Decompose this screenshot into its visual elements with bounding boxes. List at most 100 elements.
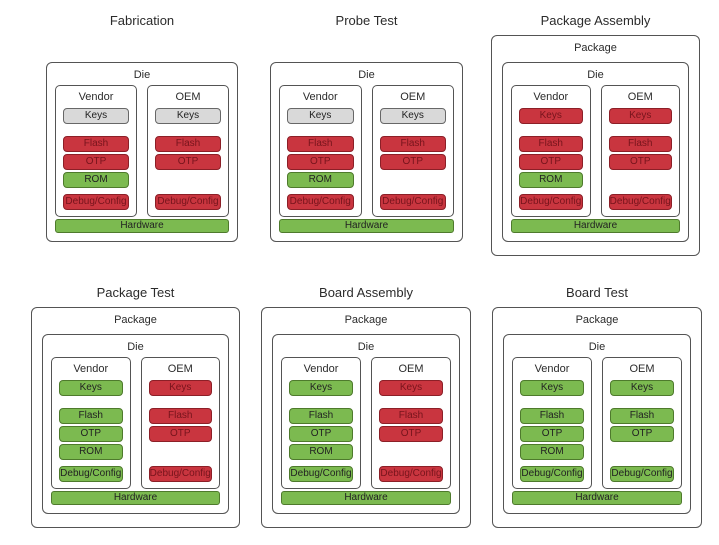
- die-label: Die: [588, 341, 606, 353]
- stage-title: Board Test: [566, 285, 628, 300]
- vendor-otp-box: OTP: [287, 154, 354, 170]
- oem-label: OEM: [629, 363, 655, 375]
- vendor-otp-box: OTP: [289, 426, 353, 442]
- vendor-otp-box: OTP: [520, 426, 584, 442]
- vendor-rom-box: ROM: [289, 444, 353, 460]
- hardware-bar: Hardware: [55, 219, 229, 233]
- vendor-label: Vendor: [303, 363, 339, 375]
- vendor-rom-box: ROM: [520, 444, 584, 460]
- vendor-debug-config-box: Debug/Config: [289, 466, 353, 482]
- oem-flash-box: Flash: [155, 136, 221, 152]
- stage-title: Board Assembly: [319, 285, 413, 300]
- oem-label: OEM: [175, 91, 201, 103]
- stage-title: Package Assembly: [540, 13, 651, 28]
- oem-keys-box: Keys: [610, 380, 674, 396]
- oem-flash-box: Flash: [379, 408, 443, 424]
- vendor-keys-box: Keys: [63, 108, 129, 124]
- vendor-keys-box: Keys: [520, 380, 584, 396]
- oem-otp-box: OTP: [379, 154, 446, 170]
- package-label: Package: [114, 314, 157, 326]
- vendor-rom-box: ROM: [287, 172, 354, 188]
- vendor-otp-box: OTP: [63, 154, 129, 170]
- hardware-bar: Hardware: [51, 491, 220, 505]
- vendor-label: Vendor: [533, 91, 569, 103]
- vendor-otp-box: OTP: [519, 154, 583, 170]
- die-label: Die: [358, 69, 375, 81]
- oem-debug-config-box: Debug/Config: [608, 194, 672, 210]
- vendor-flash-box: Flash: [287, 136, 354, 152]
- oem-otp-box: OTP: [155, 154, 221, 170]
- vendor-flash-box: Flash: [63, 136, 129, 152]
- oem-otp-box: OTP: [608, 154, 672, 170]
- oem-keys-box: Keys: [148, 380, 212, 396]
- oem-label: OEM: [400, 91, 426, 103]
- die-label: Die: [133, 69, 151, 81]
- vendor-label: Vendor: [73, 363, 109, 375]
- package-label: Package: [344, 314, 388, 326]
- oem-label: OEM: [398, 363, 424, 375]
- oem-flash-box: Flash: [148, 408, 212, 424]
- oem-keys-box: Keys: [379, 108, 446, 124]
- hardware-bar: Hardware: [512, 491, 682, 505]
- oem-debug-config-box: Debug/Config: [155, 194, 221, 210]
- vendor-rom-box: ROM: [59, 444, 123, 460]
- vendor-keys-box: Keys: [59, 380, 123, 396]
- stage-title: Probe Test: [335, 13, 398, 28]
- oem-flash-box: Flash: [379, 136, 446, 152]
- oem-otp-box: OTP: [379, 426, 443, 442]
- oem-debug-config-box: Debug/Config: [148, 466, 212, 482]
- oem-flash-box: Flash: [608, 136, 672, 152]
- vendor-flash-box: Flash: [519, 136, 583, 152]
- vendor-rom-box: ROM: [63, 172, 129, 188]
- oem-otp-box: OTP: [148, 426, 212, 442]
- vendor-otp-box: OTP: [59, 426, 123, 442]
- oem-label: OEM: [627, 91, 653, 103]
- stage-title: Package Test: [96, 285, 175, 300]
- die-label: Die: [127, 341, 144, 353]
- hardware-bar: Hardware: [281, 491, 451, 505]
- oem-flash-box: Flash: [610, 408, 674, 424]
- oem-label: OEM: [167, 363, 193, 375]
- oem-otp-box: OTP: [610, 426, 674, 442]
- vendor-debug-config-box: Debug/Config: [520, 466, 584, 482]
- vendor-debug-config-box: Debug/Config: [59, 466, 123, 482]
- vendor-flash-box: Flash: [520, 408, 584, 424]
- vendor-label: Vendor: [78, 91, 114, 103]
- stage-title: Fabrication: [109, 13, 175, 28]
- hardware-bar: Hardware: [279, 219, 454, 233]
- vendor-keys-box: Keys: [289, 380, 353, 396]
- oem-debug-config-box: Debug/Config: [379, 194, 446, 210]
- oem-keys-box: Keys: [608, 108, 672, 124]
- oem-debug-config-box: Debug/Config: [379, 466, 443, 482]
- package-label: Package: [574, 42, 617, 54]
